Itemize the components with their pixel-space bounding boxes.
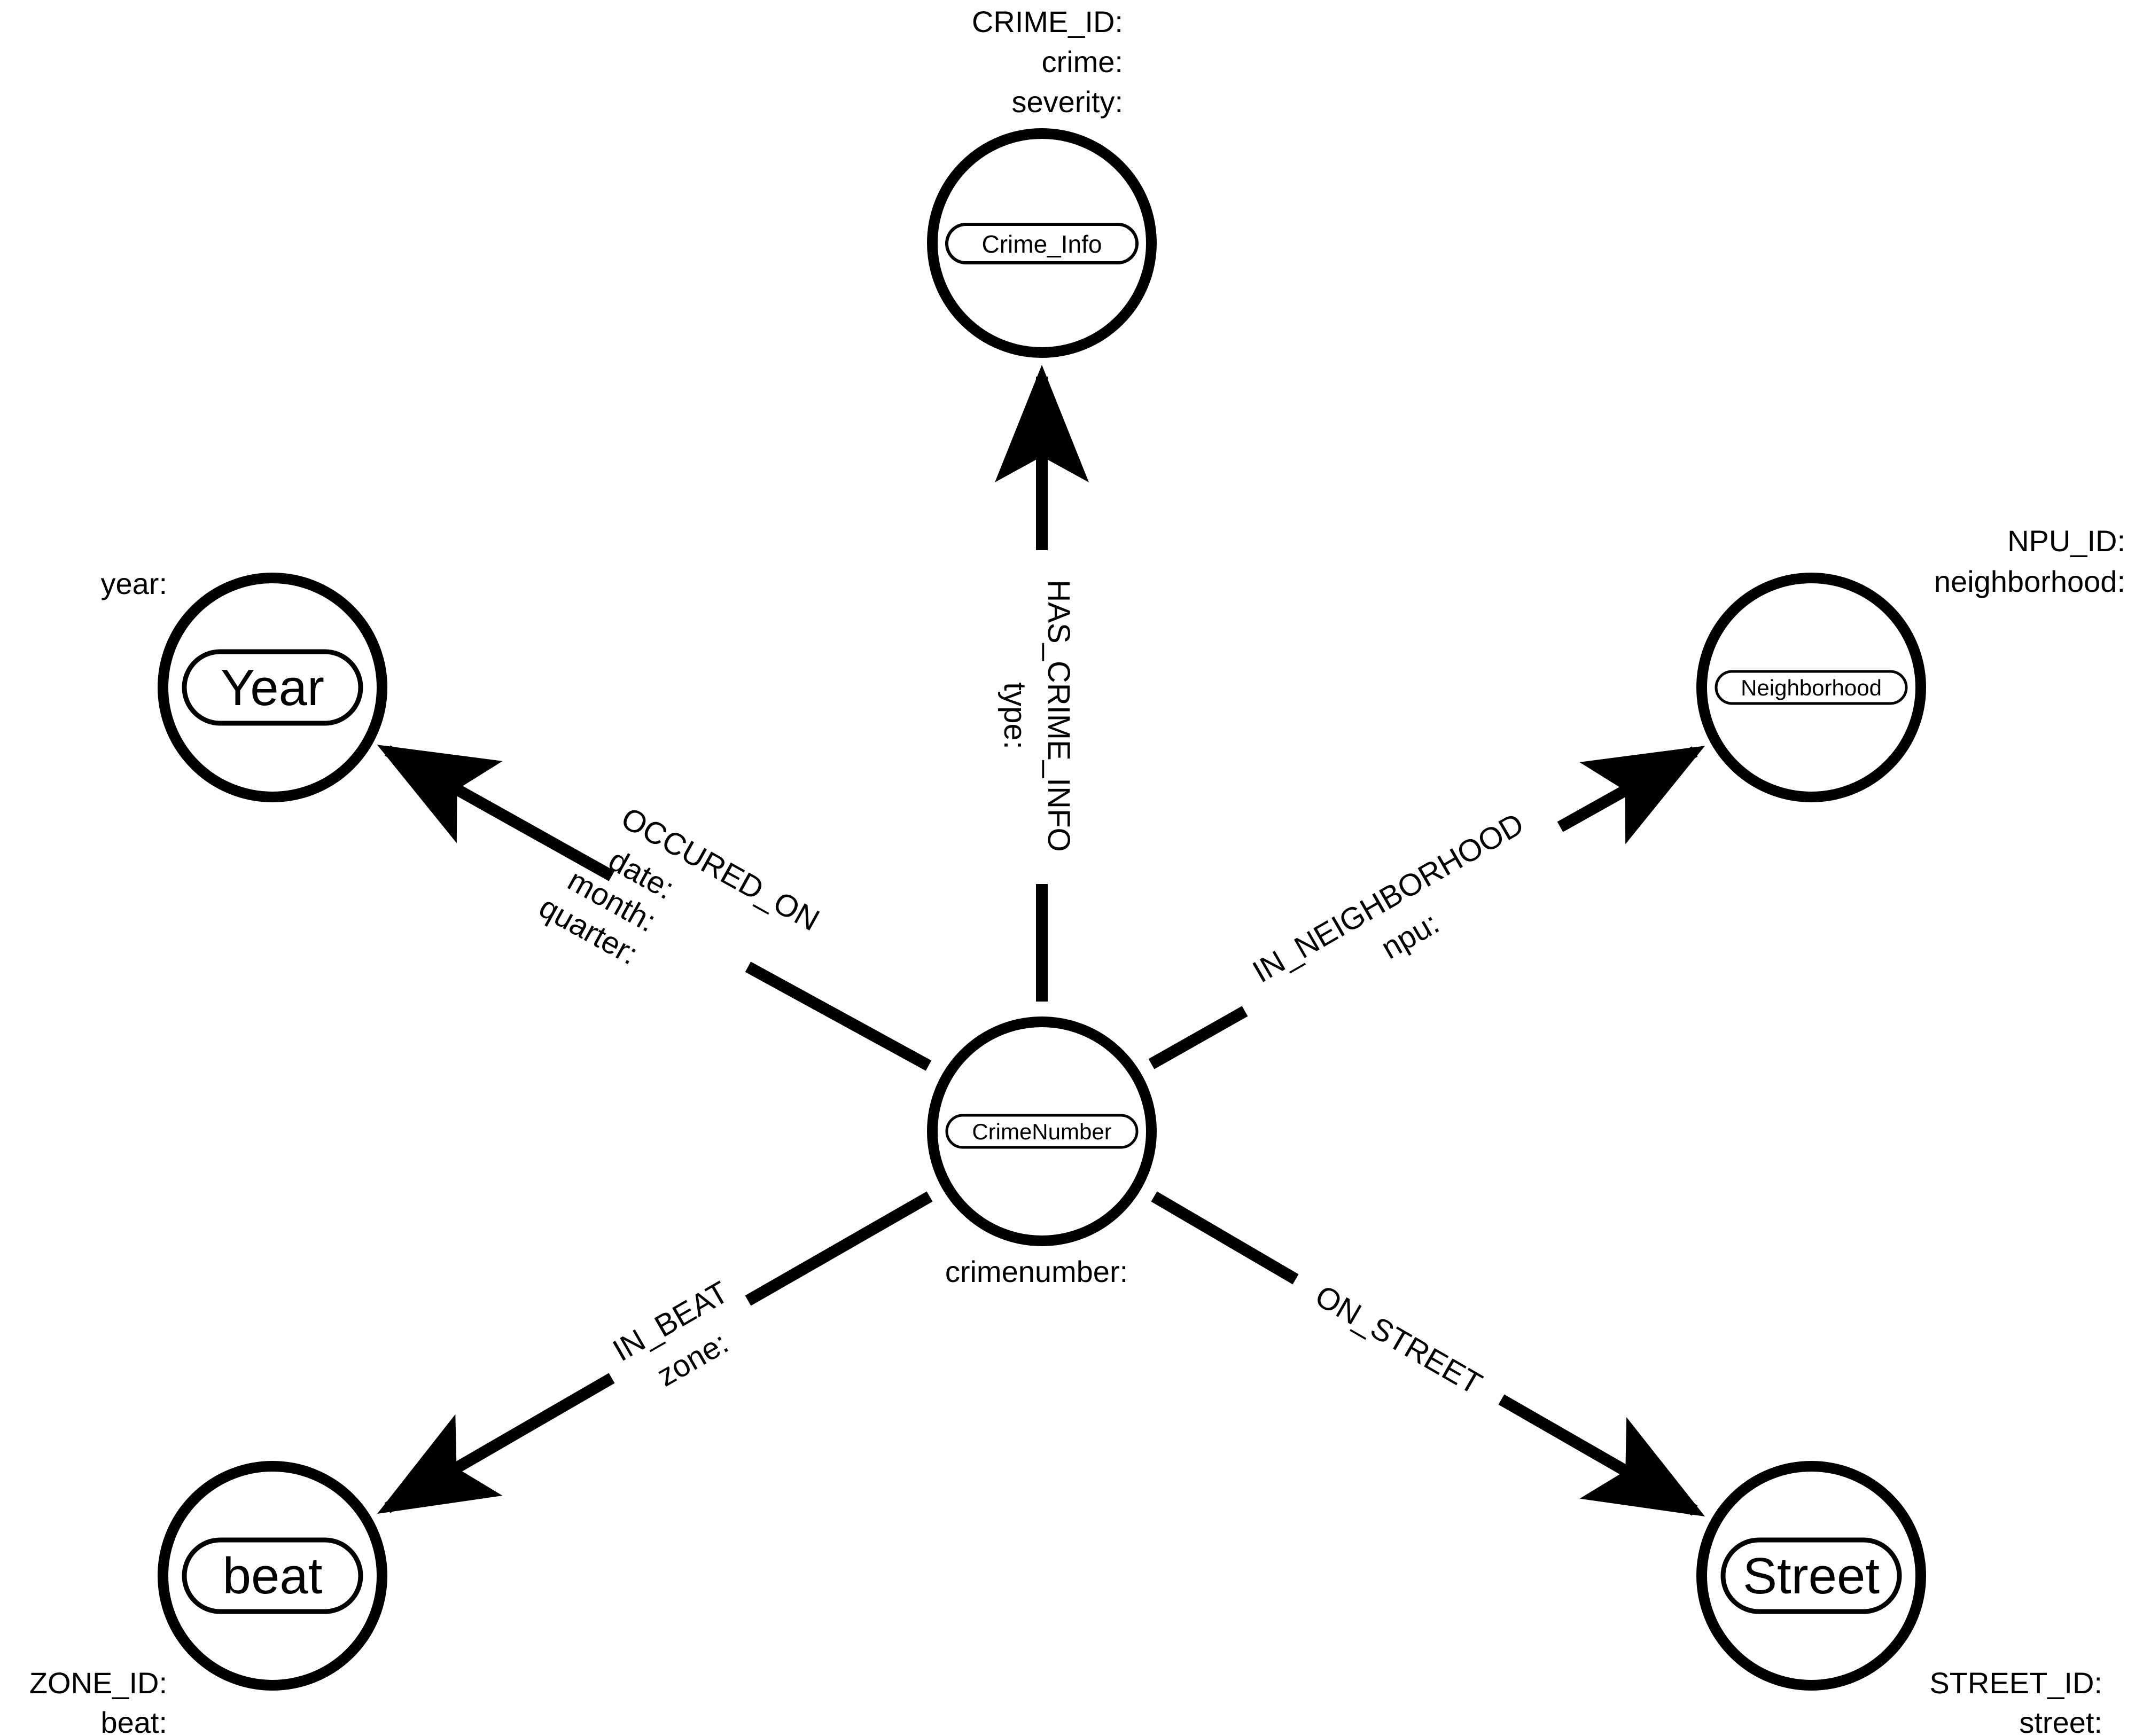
node-prop-severity: severity: xyxy=(1012,85,1124,119)
node-prop-neighborhood: neighborhood: xyxy=(1934,565,2125,598)
edge-in-neighborhood: IN_NEIGHBORHOOD npu: xyxy=(1148,746,1705,1069)
edge-has-crime-info: HAS_CRIME_INFO type: xyxy=(995,365,1089,1002)
node-label-crime-info: Crime_Info xyxy=(982,230,1102,258)
node-crime-number[interactable]: CrimeNumber crimenumber: xyxy=(927,1016,1157,1288)
node-label-neighborhood: Neighborhood xyxy=(1741,675,1882,700)
edge-occured-on: OCCURED_ON date: month: quarter: xyxy=(377,745,932,1071)
edge-in-beat: IN_BEAT zone: xyxy=(377,1191,933,1514)
edge-on-street: ON_STREET xyxy=(1151,1191,1705,1516)
node-prop-beat: beat: xyxy=(100,1706,167,1736)
node-neighborhood[interactable]: Neighborhood NPU_ID: neighborhood: xyxy=(1696,524,2125,802)
node-label-street: Street xyxy=(1743,1547,1880,1605)
node-street[interactable]: Street STREET_ID: street: xyxy=(1696,1461,2102,1736)
node-prop-crime: crime: xyxy=(1042,45,1123,79)
node-prop-npu-id: NPU_ID: xyxy=(2007,524,2125,558)
edge-prop-type: type: xyxy=(998,682,1032,749)
node-prop-crimenumber: crimenumber: xyxy=(945,1255,1128,1288)
node-label-crime-number: CrimeNumber xyxy=(972,1119,1111,1144)
node-label-year: Year xyxy=(221,659,324,716)
node-crime-info[interactable]: Crime_Info CRIME_ID: crime: severity: xyxy=(927,5,1157,358)
node-label-beat: beat xyxy=(223,1547,323,1605)
node-prop-year: year: xyxy=(101,567,168,600)
edge-label-on-street: ON_STREET xyxy=(1310,1278,1488,1401)
node-beat[interactable]: beat ZONE_ID: beat: xyxy=(29,1461,387,1736)
node-prop-street-id: STREET_ID: xyxy=(1929,1666,2102,1700)
node-year[interactable]: Year year: xyxy=(101,567,387,802)
edge-label-in-neighborhood: IN_NEIGHBORHOOD xyxy=(1247,806,1530,989)
node-prop-zone-id: ZONE_ID: xyxy=(29,1666,167,1700)
node-prop-crime-id: CRIME_ID: xyxy=(972,5,1123,38)
edge-label-has-crime-info: HAS_CRIME_INFO xyxy=(1041,580,1076,851)
node-prop-street: street: xyxy=(2019,1706,2102,1736)
